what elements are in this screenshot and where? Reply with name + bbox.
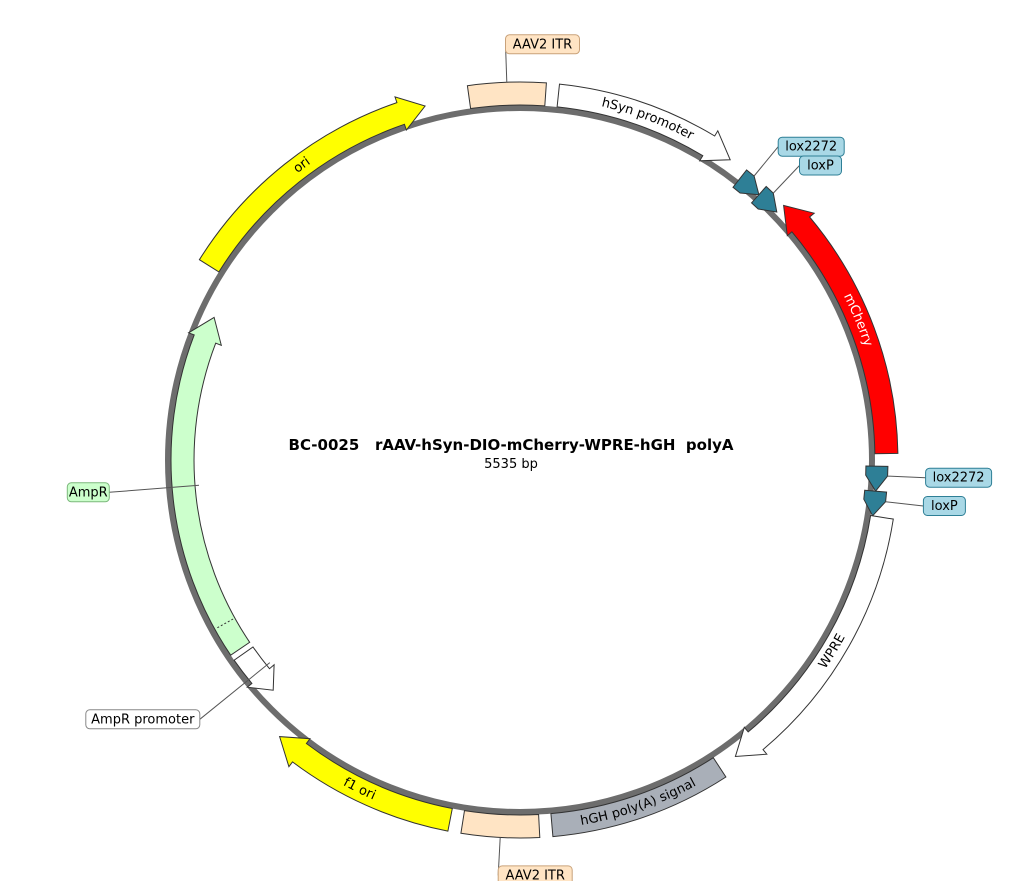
feature-lox2272-5[interactable] <box>865 465 889 492</box>
plasmid-size: 5535 bp <box>484 457 538 472</box>
feature-wpre-7[interactable] <box>734 514 894 758</box>
feature-hgh-poly-a-signal-8[interactable] <box>550 757 727 838</box>
feature-ampr-12[interactable] <box>170 316 251 656</box>
feature-label-loxp: loxP <box>931 499 958 514</box>
callout-box <box>497 865 573 881</box>
plasmid-backbone <box>165 105 875 815</box>
callout-loxp-3[interactable]: loxP <box>772 155 842 194</box>
feature-label-loxp: loxP <box>807 159 834 174</box>
feature-hsyn-promoter-1[interactable] <box>556 83 731 162</box>
callout-box <box>505 34 580 55</box>
ampr-divider <box>216 618 234 629</box>
callout-aav2-itr-9[interactable]: AAV2 ITR <box>497 837 573 881</box>
callout-ampr-12[interactable]: AmpR <box>66 482 200 503</box>
feature-label-aav2-itr: AAV2 ITR <box>513 37 572 52</box>
callout-lox2272-2[interactable]: lox2272 <box>753 136 845 177</box>
callout-box <box>925 467 993 488</box>
feature-ampr-promoter-11[interactable] <box>233 646 275 691</box>
callout-box <box>66 482 110 503</box>
feature-label-aav2-itr: AAV2 ITR <box>505 868 564 881</box>
feature-loxp-6[interactable] <box>863 489 888 517</box>
feature-layer <box>170 81 899 839</box>
feature-f1-ori-10[interactable] <box>278 736 453 832</box>
feature-label-lox2272: lox2272 <box>785 140 837 155</box>
feature-label-lox2272: lox2272 <box>933 471 985 486</box>
feature-loxp-3[interactable] <box>750 185 778 213</box>
callout-box <box>922 496 966 516</box>
callout-ampr-promoter-11[interactable]: AmpR promoter <box>85 662 271 730</box>
feature-aav2-itr-0[interactable] <box>466 81 547 110</box>
plasmid-title: BC-0025 rAAV-hSyn-DIO-mCherry-WPRE-hGH p… <box>289 436 734 454</box>
callout-lox2272-5[interactable]: lox2272 <box>887 467 993 488</box>
feature-aav2-itr-9[interactable] <box>460 810 541 839</box>
callout-box <box>85 709 201 730</box>
feature-lox2272-2[interactable] <box>732 169 760 196</box>
feature-mcherry-4[interactable] <box>783 204 899 455</box>
feature-label-ampr-promoter: AmpR promoter <box>91 712 195 727</box>
feature-label-ampr: AmpR <box>69 485 108 500</box>
callout-box <box>799 155 842 176</box>
feature-ori-13[interactable] <box>198 96 426 273</box>
callout-aav2-itr-0[interactable]: AAV2 ITR <box>505 34 580 83</box>
callout-loxp-6[interactable]: loxP <box>885 496 966 516</box>
